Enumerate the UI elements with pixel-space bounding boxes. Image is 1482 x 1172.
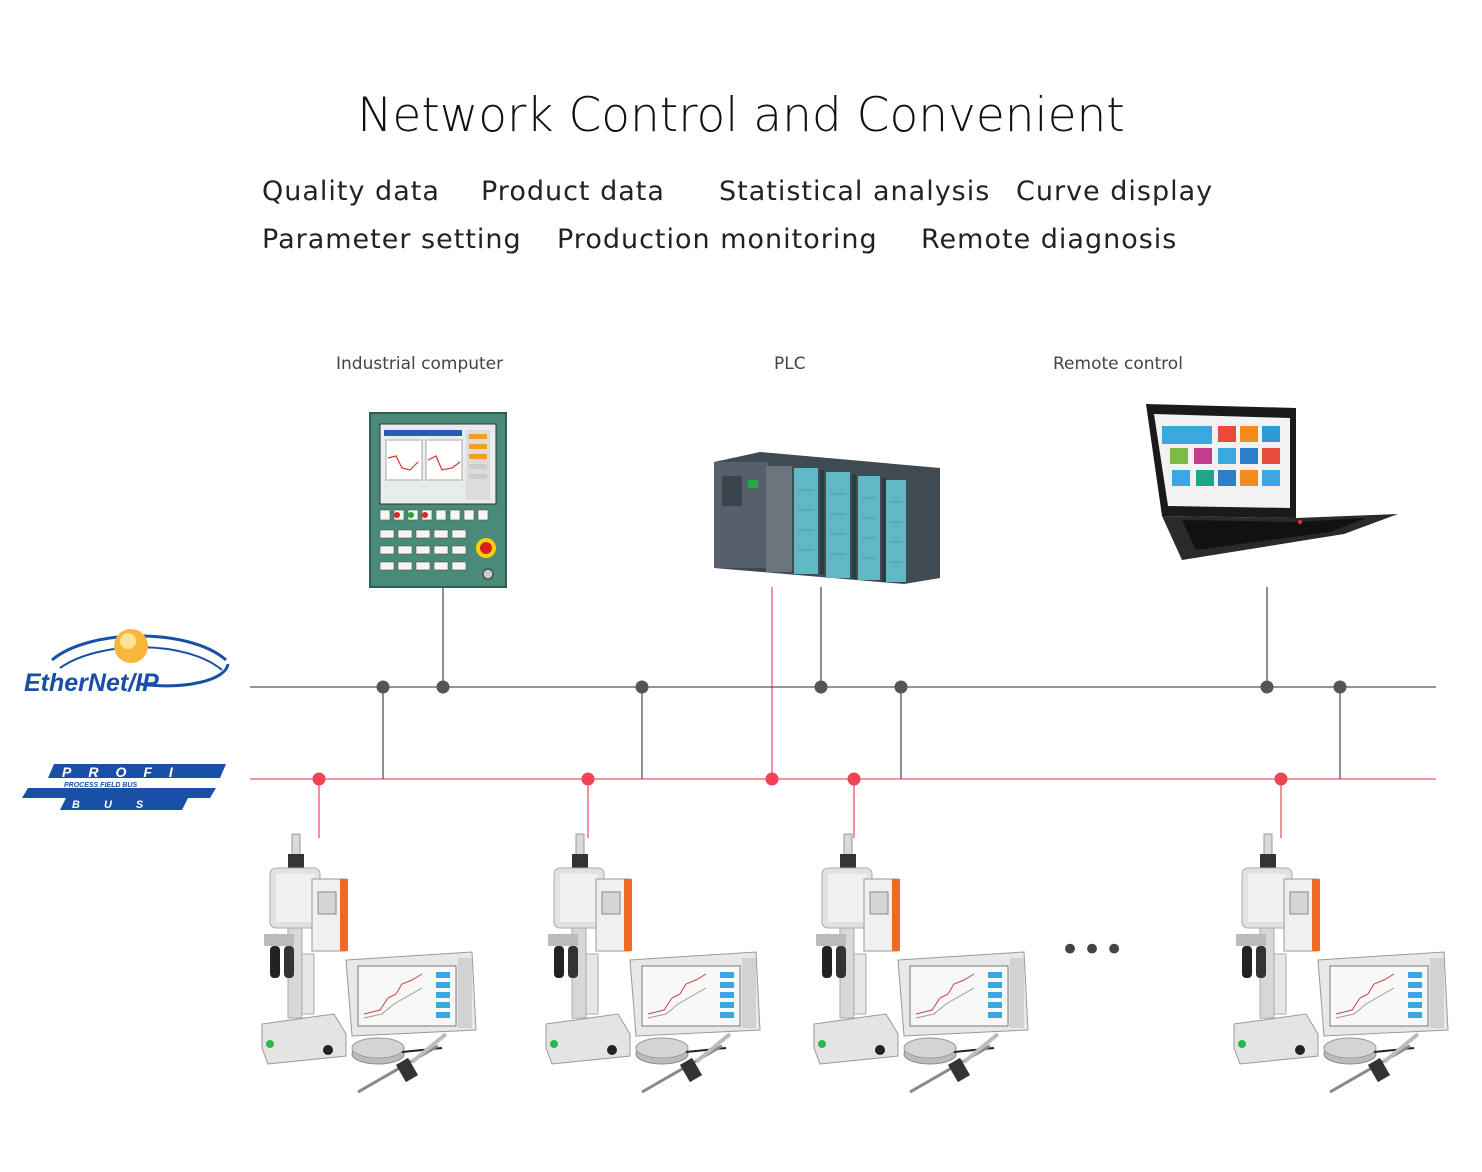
- more-stations-ellipsis: •••: [1060, 930, 1127, 970]
- feature-product-data: Product data: [481, 176, 665, 207]
- ethernet-ip-logo: EtherNet/IP: [24, 629, 230, 697]
- profibus-node: [312, 772, 326, 786]
- profibus-node: [581, 772, 595, 786]
- profibus-logo: PROFI PROCESS FIELD BUS BUS: [22, 764, 226, 811]
- feature-parameter-setting: Parameter setting: [262, 224, 522, 255]
- feature-curve-display: Curve display: [1016, 176, 1214, 207]
- press-station-1: [260, 832, 478, 1094]
- ethernet-node: [376, 680, 390, 694]
- feature-quality-data: Quality data: [262, 176, 440, 207]
- profibus-node: [765, 772, 779, 786]
- ethernet-node: [635, 680, 649, 694]
- profibus-logo-middle-text: PROCESS FIELD BUS: [64, 782, 137, 789]
- ethernet-node: [814, 680, 828, 694]
- laptop-image: [1146, 404, 1398, 560]
- profibus-node: [847, 772, 861, 786]
- ethernet-node: [1333, 680, 1347, 694]
- ethernet-node: [894, 680, 908, 694]
- plc-label: PLC: [774, 354, 806, 374]
- profibus-node: [1274, 772, 1288, 786]
- feature-production-monitoring: Production monitoring: [557, 224, 878, 255]
- press-station-3: [812, 832, 1030, 1094]
- industrial-computer-label: Industrial computer: [336, 354, 504, 374]
- feature-remote-diagnosis: Remote diagnosis: [921, 224, 1178, 255]
- ethernet-node: [1260, 680, 1274, 694]
- plc-image: [714, 452, 940, 584]
- ethernet-ip-logo-text: EtherNet/IP: [24, 669, 159, 697]
- profibus-logo-bottom-text: BUS: [72, 799, 167, 811]
- press-station-2: [544, 832, 762, 1094]
- ethernet-node: [436, 680, 450, 694]
- profibus-logo-top-text: PROFI: [62, 764, 190, 780]
- feature-statistical-analysis: Statistical analysis: [719, 176, 991, 207]
- remote-control-label: Remote control: [1053, 354, 1183, 374]
- page-title: Network Control and Convenient: [357, 88, 1125, 143]
- press-station-4: [1232, 832, 1450, 1094]
- industrial-computer-image: [369, 412, 507, 588]
